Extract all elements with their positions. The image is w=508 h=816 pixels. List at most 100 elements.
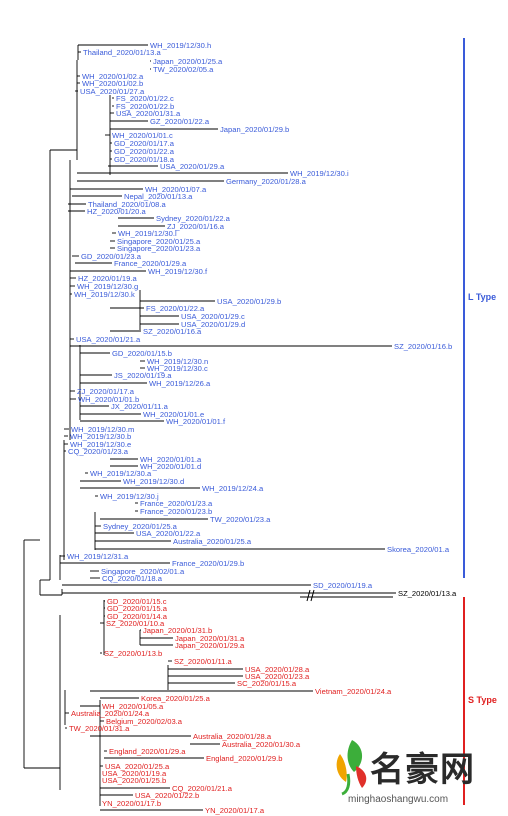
s-type-bracket [463, 597, 465, 805]
leaf-label: GD_2020/01/15.c [107, 597, 167, 606]
leaf-label: WH_2020/01/01.d [140, 462, 202, 471]
leaf-label: Australia_2020/01/25.a [173, 537, 252, 546]
leaf-label: WH_2019/12/30.h [150, 41, 212, 50]
leaf-label: WH_2019/12/30.c [147, 364, 208, 373]
leaf-label: Australia_2020/01/24.a [71, 709, 150, 718]
leaf-label: France_2020/01/29.b [172, 559, 245, 568]
watermark-title: 名豪网 [370, 750, 475, 790]
leaf-label: Japan_2020/01/29.b [220, 125, 290, 134]
leaf-label: GD_2020/01/23.a [81, 252, 141, 261]
leaf-label: WH_2020/01/01.c [112, 131, 173, 140]
leaf-label: USA_2020/01/29.a [160, 162, 225, 171]
leaf-label: USA_2020/01/22.b [135, 791, 200, 800]
leaf-label: Singapore_2020/01/25.a [117, 237, 201, 246]
leaf-label: SC_2020/01/15.a [237, 679, 297, 688]
leaf-label: Australia_2020/01/28.a [193, 732, 272, 741]
leaf-label: WH_2020/01/05.a [102, 702, 164, 711]
leaf-label: GD_2020/01/22.a [114, 147, 174, 156]
leaf-label: WH_2020/01/01.b [78, 395, 140, 404]
leaf-label: FS_2020/01/22.a [146, 304, 205, 313]
leaf-label: WH_2019/12/30.j [100, 492, 159, 501]
watermark-logo: 名豪网 minghaoshangwu.com [330, 736, 506, 814]
leaf-label: WH_2019/12/30.b [70, 432, 132, 441]
leaf-label: WH_2019/12/26.a [149, 379, 211, 388]
leaf-label: Singapore_2020/01/23.a [117, 244, 201, 253]
leaf-label: Sydney_2020/01/22.a [156, 214, 230, 223]
leaf-label: USA_2020/01/19.a [102, 769, 167, 778]
leaf-label: WH_2020/01/02.a [82, 72, 144, 81]
leaf-label: Japan_2020/01/31.b [143, 626, 213, 635]
leaf-label: USA_2020/01/25.a [105, 762, 170, 771]
leaf-label: Nepal_2020/01/13.a [124, 192, 193, 201]
leaf-label: GD_2020/01/15.a [107, 604, 167, 613]
leaf-label: USA_2020/01/22.a [136, 529, 201, 538]
axis-break-mark [306, 589, 311, 602]
leaf-label: WH_2019/12/30.e [70, 440, 132, 449]
leaf-label: England_2020/01/29.a [109, 747, 186, 756]
leaf-label: England_2020/01/29.b [206, 754, 283, 763]
leaf-label: Belgium_2020/02/03.a [106, 717, 182, 726]
leaf-label: TW_2020/02/05.a [153, 65, 214, 74]
leaf-label: WH_2019/12/30.l [118, 229, 177, 238]
leaf-label: WH_2019/12/30.k [74, 290, 135, 299]
leaf-label: Australia_2020/01/30.a [222, 740, 301, 749]
leaf-label: Vietnam_2020/01/24.a [315, 687, 392, 696]
leaf-label: TW_2020/01/31.a [69, 724, 130, 733]
leaf-label: JX_2020/01/11.a [111, 402, 168, 411]
leaf-label: USA_2020/01/21.a [76, 335, 141, 344]
leaf-label: USA_2020/01/29.d [181, 320, 246, 329]
leaf-label: GD_2020/01/18.a [114, 155, 174, 164]
leaf-label: WH_2020/01/01.e [143, 410, 205, 419]
leaf-label: Skorea_2020/01.a [387, 545, 450, 554]
leaf-label: ZJ_2020/01/16.a [167, 222, 224, 231]
s-type-label: S Type [468, 695, 497, 705]
leaf-label: HZ_2020/01/19.a [78, 274, 137, 283]
watermark-url: minghaoshangwu.com [348, 794, 449, 805]
leaf-label: WH_2019/12/30.a [90, 469, 152, 478]
leaf-label: ZJ_2020/01/17.a [77, 387, 134, 396]
leaf-label: France_2020/01/23.b [140, 507, 213, 516]
leaf-label: WH_2020/01/02.b [82, 79, 144, 88]
leaf-label: WH_2020/01/01.f [166, 417, 226, 426]
leaf-label: SD_2020/01/19.a [313, 581, 373, 590]
leaf-label: SZ_2020/01/10.a [106, 619, 165, 628]
leaf-label: Singapore_2020/02/01.a [101, 567, 185, 576]
leaf-label: USA_2020/01/27.a [80, 87, 145, 96]
leaf-label: WH_2019/12/30.n [147, 357, 209, 366]
leaf-label: USA_2020/01/29.b [217, 297, 282, 306]
leaf-label: FS_2020/01/22.c [116, 94, 174, 103]
leaf-label: YN_2020/01/17.b [102, 799, 162, 808]
leaf-label: USA_2020/01/29.c [181, 312, 245, 321]
leaf-label: USA_2020/01/25.b [102, 776, 167, 785]
leaf-label: Sydney_2020/01/25.a [103, 522, 177, 531]
leaf-label: WH_2019/12/30.f [148, 267, 208, 276]
leaf-label: WH_2019/12/24.a [202, 484, 264, 493]
leaf-label: Thailand_2020/01/08.a [88, 200, 166, 209]
leaf-label: CQ_2020/01/18.a [102, 574, 162, 583]
leaf-label: Japan_2020/01/25.a [153, 57, 223, 66]
leaf-label: WH_2019/12/30.i [290, 169, 349, 178]
leaf-person-icon [336, 740, 367, 796]
leaf-label: Thailand_2020/01/13.a [83, 48, 161, 57]
leaf-label: Korea_2020/01/25.a [141, 694, 210, 703]
axis-break-mark [310, 589, 315, 602]
leaf-label: Germany_2020/01/28.a [226, 177, 306, 186]
leaf-label: GD_2020/01/14.a [107, 612, 167, 621]
leaf-label: Japan_2020/01/31.a [175, 634, 245, 643]
leaf-label: WH_2019/12/30.m [71, 425, 135, 434]
leaf-label: CQ_2020/01/23.a [68, 447, 128, 456]
leaf-label: JS_2020/01/19.a [114, 371, 172, 380]
leaf-label: YN_2020/01/17.a [205, 806, 265, 815]
leaf-label: SZ_2020/01/13.b [104, 649, 163, 658]
leaf-label: WH_2020/01/07.a [145, 185, 207, 194]
leaf-label: WH_2020/01/01.a [140, 455, 202, 464]
leaf-label: WH_2019/12/30.g [77, 282, 139, 291]
leaf-label: Japan_2020/01/29.a [175, 641, 245, 650]
leaf-label: WH_2019/12/30.d [123, 477, 185, 486]
leaf-label: SZ_2020/01/11.a [174, 657, 232, 666]
leaf-label: WH_2019/12/31.a [67, 552, 129, 561]
leaf-label: SZ_2020/01/13.a [398, 589, 457, 598]
leaf-label: GD_2020/01/15.b [112, 349, 172, 358]
